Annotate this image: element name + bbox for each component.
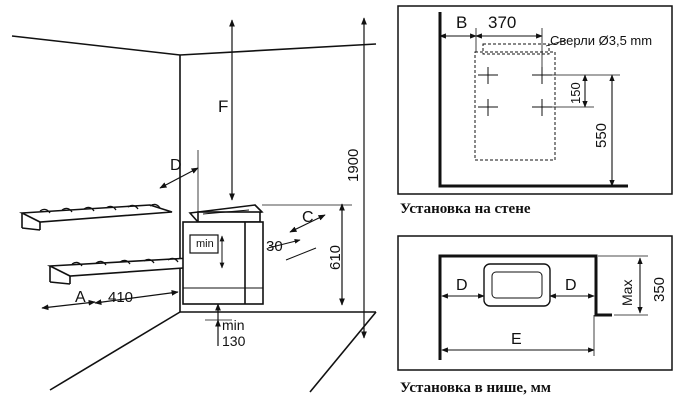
dimension-A: [41, 299, 96, 311]
label-drill: Сверли Ø3,5 mm: [550, 33, 652, 48]
label-F: F: [218, 97, 228, 116]
wall-corner: [438, 12, 628, 188]
niche-install-panel: [397, 235, 673, 371]
label-min-bottom: min: [222, 317, 245, 333]
label-E: E: [511, 331, 522, 348]
niche-install-labels: D D E Max 350: [456, 277, 668, 348]
heater: [182, 204, 264, 305]
label-D: D: [170, 157, 182, 174]
ceiling-right-edge: [179, 43, 377, 56]
label-A: A: [75, 289, 86, 306]
label-D-left: D: [456, 277, 468, 294]
label-C: C: [302, 209, 314, 226]
niche-walls: [438, 254, 612, 360]
dimension-410: [94, 289, 179, 306]
label-B: B: [456, 13, 467, 32]
label-130: 130: [222, 333, 246, 349]
wall-install-panel: [397, 5, 673, 195]
niche-install-caption: Установка в нише, мм: [400, 380, 552, 396]
heater-top-view: [483, 263, 551, 307]
label-30: 30: [266, 238, 283, 255]
label-370: 370: [488, 13, 516, 32]
label-1900: 1900: [345, 149, 362, 182]
drill-holes: [478, 67, 552, 116]
floor-front-edge: [309, 311, 377, 393]
label-550: 550: [593, 123, 610, 148]
label-410: 410: [108, 289, 133, 306]
floor-left-edge: [49, 311, 181, 391]
label-min-top: min: [196, 238, 214, 250]
main-view: [11, 17, 377, 393]
wall-install-frame: [397, 5, 673, 195]
label-D-right: D: [565, 277, 577, 294]
dimension-D: [159, 167, 199, 189]
dimension-30: [267, 238, 301, 249]
niche-install-frame: [397, 235, 673, 371]
wall-install-caption: Установка на стене: [400, 201, 531, 217]
label-150: 150: [568, 82, 583, 104]
ceiling-left-edge: [11, 35, 181, 56]
heater-outline: [474, 51, 556, 161]
wall-install-labels: B 370 Сверли Ø3,5 mm 150 550: [456, 13, 652, 148]
upper-bench: [18, 203, 173, 231]
dimension-C: [289, 214, 326, 233]
label-610: 610: [327, 245, 344, 270]
label-350: 350: [651, 277, 668, 302]
main-view-labels: F D C A 1900 610 30 410 min min 130: [75, 97, 362, 349]
label-max: Max: [619, 280, 635, 306]
